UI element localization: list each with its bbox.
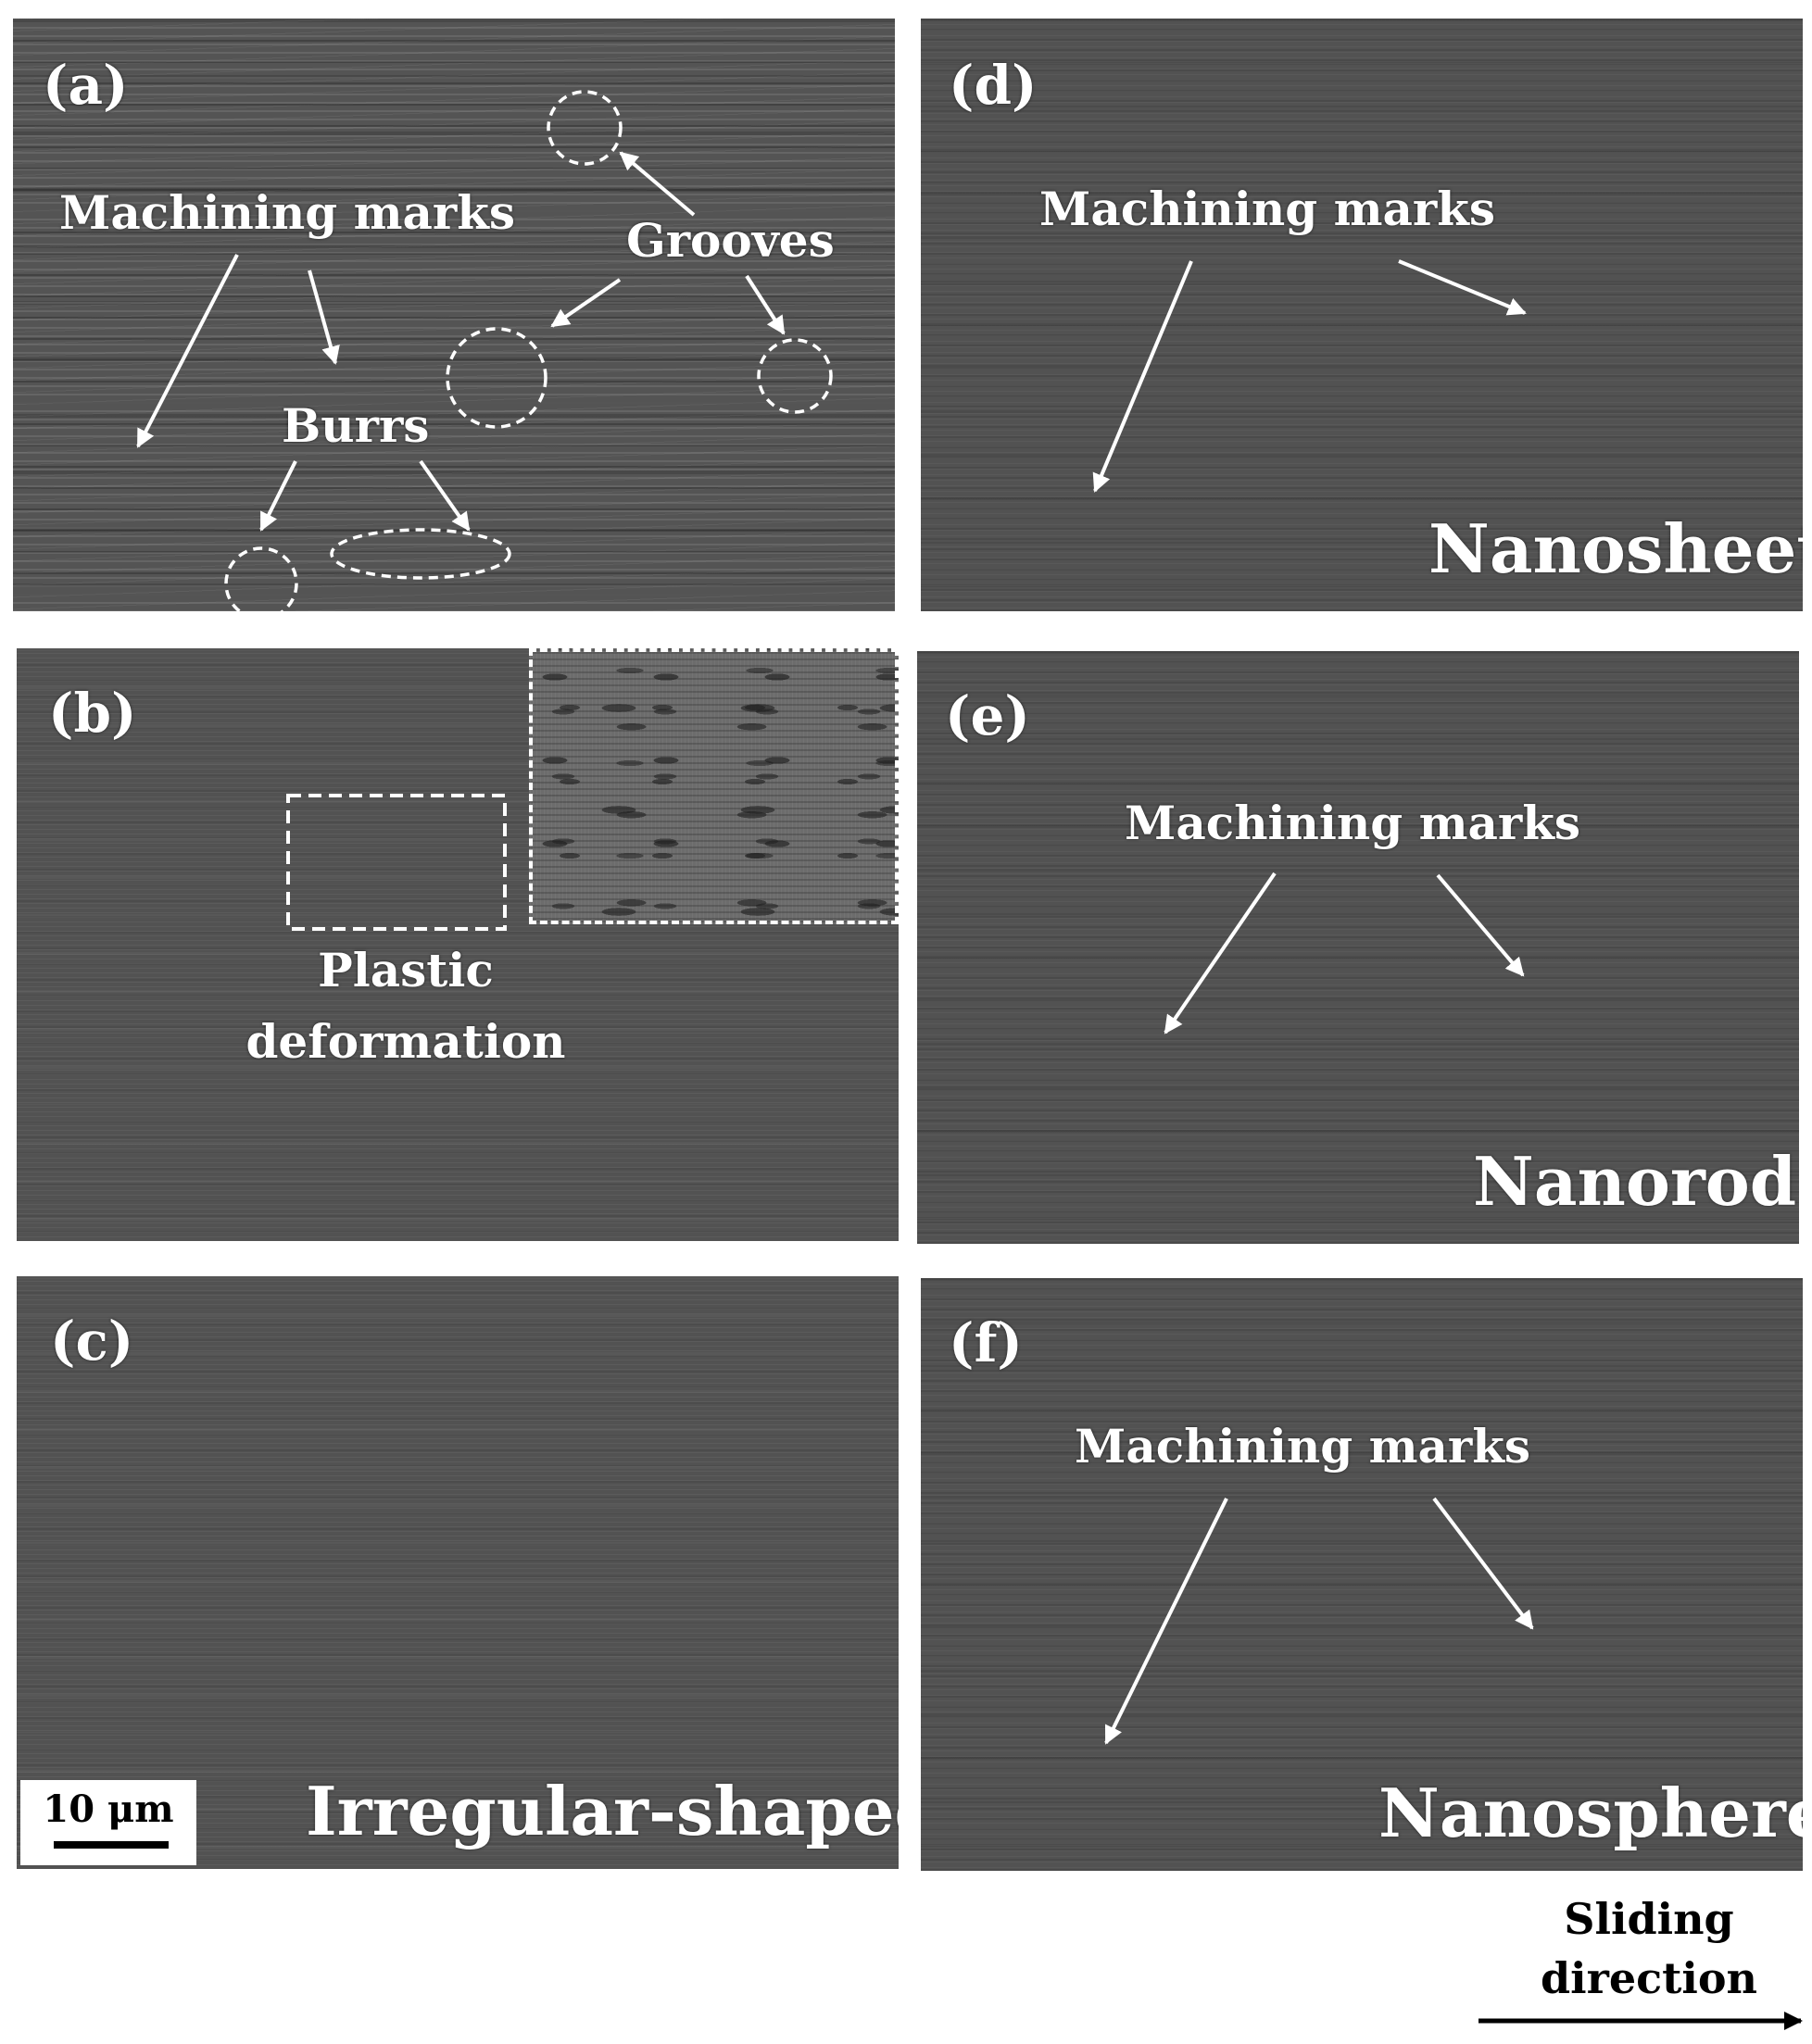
panel-b-letter: (b): [48, 682, 137, 745]
panel-e-arrow-1: [1164, 872, 1277, 1035]
panel-e-caption: Nanorod: [1473, 1142, 1797, 1221]
panel-d-annotations: [1092, 259, 1527, 493]
sliding-direction-line2: direction: [1541, 1953, 1757, 2003]
panel-a: (a) Machining marks Grooves Burrs: [13, 19, 895, 611]
panel-d: (d) Machining marks Nanosheet: [921, 19, 1803, 611]
panel-f-letter: (f): [949, 1311, 1023, 1374]
panel-a-machining-marks-label: Machining marks: [59, 185, 516, 240]
panel-a-letter: (a): [43, 54, 129, 117]
zoomed-inset: [529, 648, 899, 924]
panel-e-letter: (e): [945, 684, 1030, 747]
groove-circle-1: [547, 90, 623, 166]
burr-ellipse-1: [330, 528, 511, 580]
burr-circle-1: [224, 546, 298, 611]
sliding-direction-line1: Sliding: [1564, 1894, 1734, 1944]
panel-d-arrow-2: [1398, 259, 1527, 316]
panel-f: (f) Machining marks Nanosphere: [921, 1278, 1803, 1871]
scale-bar-label: 10 μm: [43, 1787, 174, 1831]
groove-circle-2: [446, 327, 547, 429]
panel-b-annotations: [286, 794, 507, 931]
machining-marks-arrow-2: [308, 270, 340, 365]
panel-c-caption: Irregular-shaped: [306, 1772, 899, 1850]
panel-e: (e) Machining marks Nanorod: [917, 651, 1799, 1244]
panel-f-arrow-2: [1432, 1497, 1534, 1630]
panel-c: (c) Irregular-shaped: [17, 1276, 899, 1869]
panel-d-arrow-1: [1092, 260, 1193, 493]
scale-bar: 10 μm: [20, 1780, 196, 1865]
panel-d-letter: (d): [949, 54, 1038, 117]
burrs-arrow-2: [419, 459, 471, 532]
panel-f-annotations: [1104, 1497, 1534, 1745]
panel-b: (b) Plastic deformation: [17, 648, 899, 1241]
panel-f-machining-marks-label: Machining marks: [1075, 1419, 1531, 1473]
grooves-arrow-3: [745, 274, 786, 335]
panel-a-annotations: [136, 90, 833, 611]
panel-e-arrow-2: [1436, 873, 1525, 977]
panel-d-machining-marks-label: Machining marks: [1039, 182, 1496, 236]
panel-a-burrs-label: Burrs: [282, 398, 430, 453]
panel-e-machining-marks-label: Machining marks: [1125, 796, 1581, 850]
grooves-arrow-2: [550, 278, 622, 328]
panel-a-grooves-label: Grooves: [626, 213, 835, 268]
panel-f-arrow-1: [1104, 1498, 1228, 1745]
panel-c-letter: (c): [50, 1310, 134, 1373]
grooves-arrow-1: [619, 151, 696, 217]
burrs-arrow-1: [259, 460, 297, 532]
machining-marks-arrow-1: [136, 254, 239, 448]
groove-circle-3: [757, 338, 833, 414]
panel-f-caption: Nanosphere: [1378, 1774, 1803, 1852]
plastic-deformation-box: [286, 794, 507, 931]
plastic-label: Plastic: [318, 943, 494, 997]
deformation-label: deformation: [245, 1014, 566, 1069]
scale-bar-line: [54, 1841, 169, 1849]
panel-e-annotations: [1164, 872, 1525, 1035]
panel-d-caption: Nanosheet: [1428, 509, 1803, 588]
